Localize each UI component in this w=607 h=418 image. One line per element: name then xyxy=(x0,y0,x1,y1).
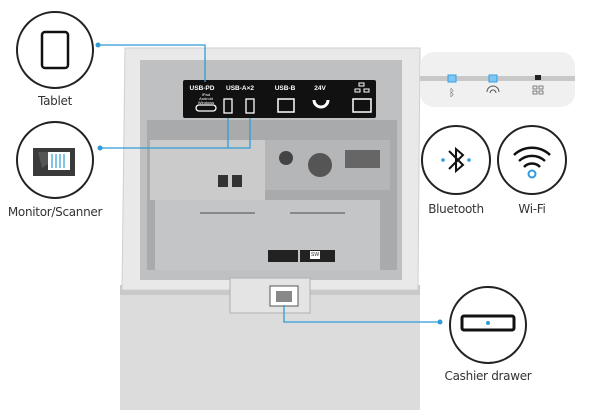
usb-c-port xyxy=(195,104,217,112)
monitor-scanner-callout xyxy=(16,121,94,199)
usb-a-label: USB-A×2 xyxy=(226,85,254,92)
usb-pd-sublabel: iPad Android Windows xyxy=(197,92,215,105)
bluetooth-label: Bluetooth xyxy=(428,202,484,216)
power-port xyxy=(312,99,330,109)
bluetooth-callout xyxy=(421,125,491,195)
tablet-callout xyxy=(16,11,94,89)
bluetooth-small-icon: ᛒ xyxy=(449,88,455,99)
usb-b-port xyxy=(277,98,295,113)
lan-port xyxy=(352,98,372,113)
lan-small-icon xyxy=(532,85,544,95)
network-icon xyxy=(354,82,370,93)
monitor-scanner-label: Monitor/Scanner xyxy=(7,205,103,219)
status-led-panel: ᛒ xyxy=(420,52,575,107)
usb-a-port-2 xyxy=(245,98,255,114)
usb-pd-label: USB-PD xyxy=(189,85,215,92)
switch-label: SW xyxy=(310,251,321,259)
cashier-drawer-label: Cashier drawer xyxy=(444,369,532,383)
lan-led xyxy=(535,75,541,80)
usb-b-label: USB-B xyxy=(274,85,296,92)
cashier-drawer-callout xyxy=(449,286,527,364)
connector-lines xyxy=(98,44,440,323)
wifi-icon xyxy=(513,146,551,168)
usb-a-port-1 xyxy=(223,98,233,114)
power-label: 24V xyxy=(314,85,326,92)
tablet-label: Tablet xyxy=(38,94,72,108)
tablet-icon xyxy=(40,30,70,70)
wifi-small-icon xyxy=(486,85,500,94)
bluetooth-led xyxy=(447,74,457,83)
bluetooth-icon xyxy=(448,146,465,174)
wifi-callout xyxy=(497,125,567,195)
wifi-label: Wi-Fi xyxy=(518,202,546,216)
wifi-led xyxy=(488,74,498,83)
